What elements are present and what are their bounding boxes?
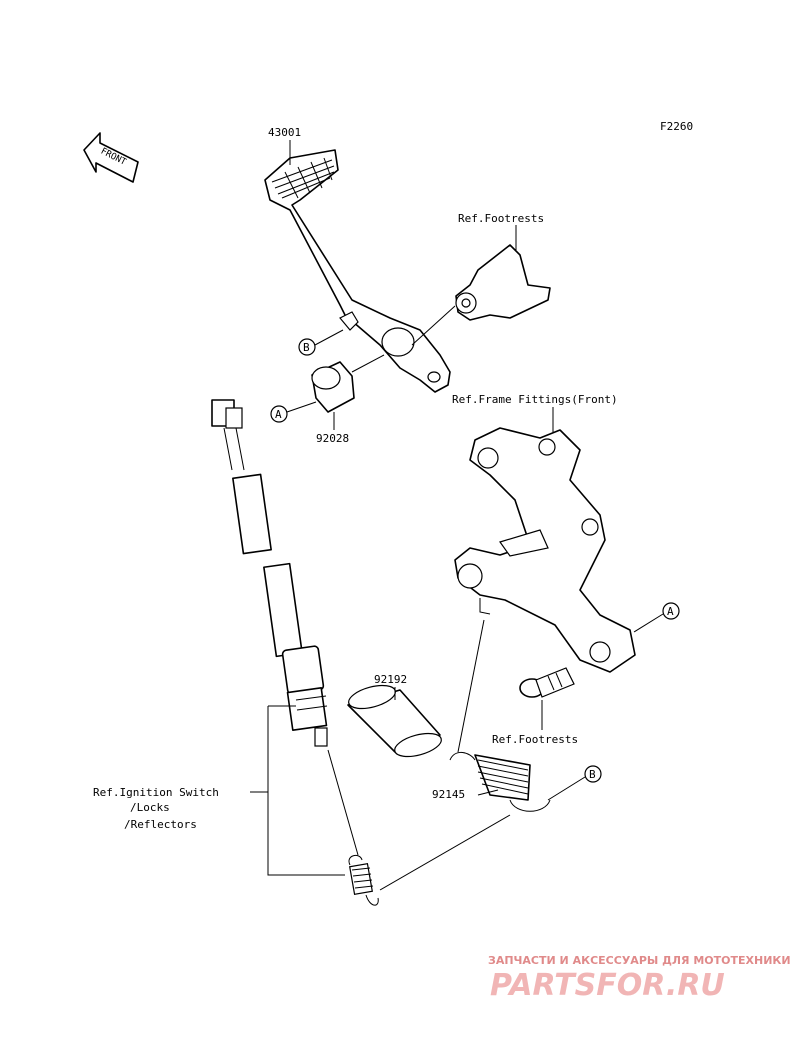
footrest-bolt [519,667,575,698]
brake-pedal[interactable] [264,149,451,393]
front-arrow-icon: FRONT [83,132,139,183]
diagram-code: F2260 [660,120,693,133]
ref-frame-fittings: Ref.Frame Fittings(Front) [452,393,618,406]
part-number-92028: 92028 [316,432,349,445]
pipe-92192[interactable] [346,681,444,761]
callout-b-top: B [298,338,316,356]
footrest-bracket [455,244,551,321]
ref-ignition-line2: /Locks [130,801,170,814]
svg-text:B: B [589,768,596,781]
svg-text:B: B [303,341,310,354]
part-number-92145: 92145 [432,788,465,801]
ref-footrests-bottom: Ref.Footrests [492,733,578,746]
watermark-logo: PARTSFOR.RU [490,968,725,1003]
ref-ignition-line1: Ref.Ignition Switch [93,786,219,799]
ref-footrests-top: Ref.Footrests [458,212,544,225]
svg-text:A: A [275,408,282,421]
ref-ignition-line3: /Reflectors [124,818,197,831]
watermark-tagline: ЗАПЧАСТИ И АКСЕССУАРЫ ДЛЯ МОТОТЕХНИКИ [488,954,791,967]
collar-92028[interactable] [311,361,355,413]
callout-a-right: A [662,602,680,620]
brake-light-switch[interactable] [211,399,328,747]
frame-fitting-bracket [454,427,636,673]
pedal-tread [271,157,335,199]
callout-b-bottom: B [584,765,602,783]
spring-92145[interactable] [449,752,551,812]
callout-a-left: A [270,405,288,423]
small-spring [348,854,379,906]
svg-text:A: A [667,605,674,618]
part-number-92192: 92192 [374,673,407,686]
part-number-43001: 43001 [268,126,301,139]
